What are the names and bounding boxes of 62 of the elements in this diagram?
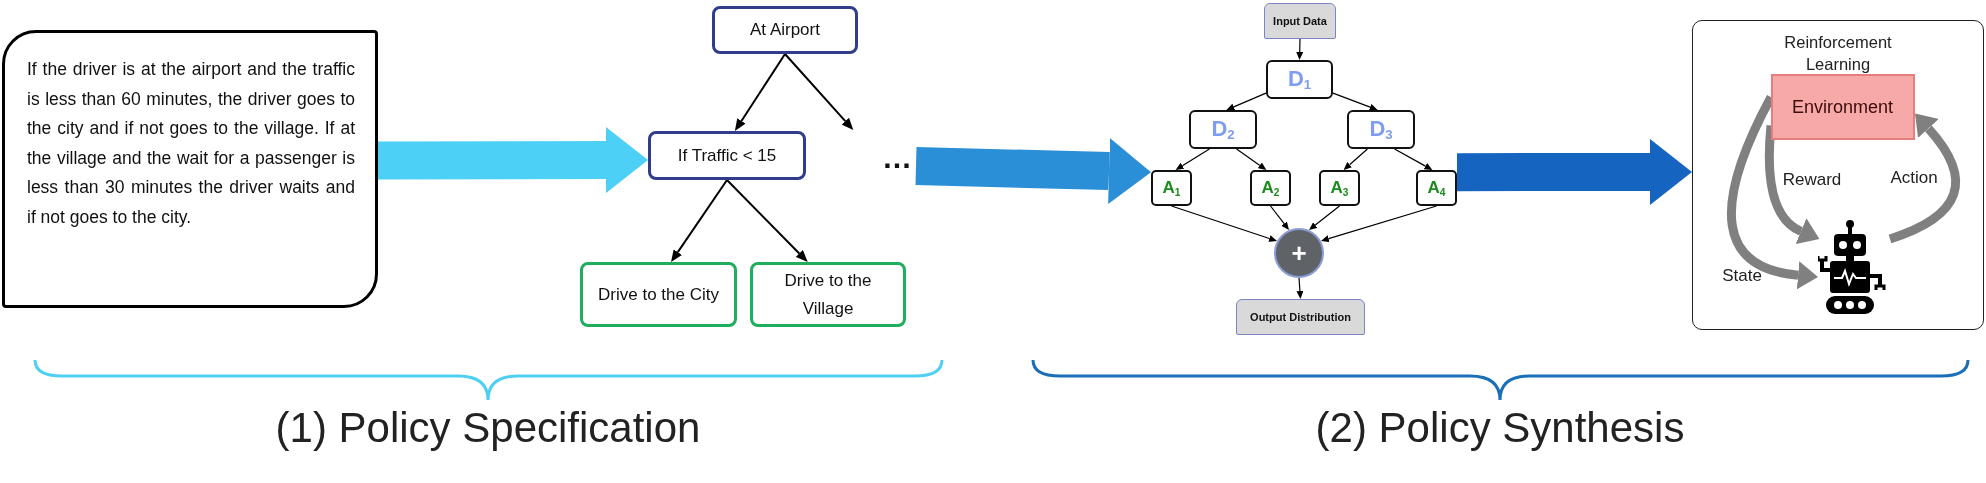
- ellipsis: …: [882, 141, 912, 175]
- section-caption: (2) Policy Synthesis: [1315, 404, 1685, 452]
- edge-label: State: [1722, 266, 1762, 286]
- action-node: [1250, 170, 1291, 206]
- node-label: At Airport: [750, 20, 820, 40]
- arrow: [1236, 148, 1267, 170]
- node-label: Input Data: [1273, 14, 1327, 28]
- arrow: [1170, 205, 1277, 242]
- node-label: Environment: [1791, 95, 1894, 118]
- environment-box: [1770, 73, 1915, 140]
- arrow: [1321, 205, 1438, 243]
- arrow: [1727, 95, 1818, 290]
- action-box: [580, 262, 737, 327]
- block-arrow: [378, 127, 648, 194]
- node-label: D$_{1}$: [1287, 66, 1312, 93]
- data-box: [1264, 3, 1336, 39]
- decision-box: [712, 6, 858, 54]
- node-label: Drive to the Village: [783, 269, 873, 320]
- arrow: [1226, 92, 1267, 111]
- action-node: [1319, 170, 1360, 206]
- edge-label: Action: [1890, 168, 1938, 188]
- arrow: [1296, 277, 1304, 299]
- arrow: [1296, 38, 1304, 60]
- decision-node: [1266, 60, 1333, 99]
- data-box: [1236, 299, 1365, 335]
- arrow: [671, 179, 728, 262]
- sum-circle: [1274, 228, 1324, 278]
- node-label: A$_{1}$: [1162, 178, 1181, 198]
- action-node: [1416, 170, 1457, 206]
- arrow: [726, 179, 808, 262]
- action-box: [750, 262, 906, 327]
- node-label: A$_{3}$: [1330, 178, 1349, 198]
- node-label: A$_{2}$: [1261, 178, 1280, 198]
- node-label: D$_{2}$: [1211, 116, 1235, 143]
- arrow: [1764, 125, 1819, 244]
- node-label: Output Distribution: [1250, 310, 1351, 324]
- node-label: A$_{4}$: [1427, 178, 1446, 198]
- arrow: [1269, 205, 1289, 230]
- decision-node: [1347, 110, 1415, 149]
- arrow: [1309, 205, 1341, 230]
- section-caption: (1) Policy Specification: [275, 404, 701, 452]
- edge-label: Reward: [1782, 170, 1842, 190]
- node-label: If Traffic < 15: [677, 145, 777, 166]
- arrow: [784, 53, 854, 130]
- arrow: [1175, 148, 1210, 170]
- block-arrow: [1457, 138, 1692, 205]
- node-label: +: [1291, 237, 1307, 269]
- node-label: D$_{3}$: [1369, 116, 1393, 143]
- description-text: If the driver is at the airport and the traffic is less than 60 minutes, the driver goes to the city and if not goes to the village. If at the village and the wait for a passenger is less than 30 minutes the driver waits and if not goes to the city.: [27, 58, 355, 229]
- action-node: [1151, 170, 1192, 206]
- panel: [1692, 20, 1984, 330]
- arrow: [1394, 148, 1433, 170]
- panel-title: Reinforcement Learning: [1783, 32, 1893, 75]
- text-box: [2, 30, 378, 308]
- decision-node: [1189, 110, 1257, 149]
- arrow: [1888, 113, 1960, 244]
- node-label: Drive to the City: [598, 283, 719, 306]
- arrow: [734, 53, 786, 131]
- decision-box: [648, 131, 806, 180]
- arrow: [1343, 148, 1368, 170]
- arrow: [1332, 92, 1378, 111]
- block-arrow: [915, 138, 1151, 205]
